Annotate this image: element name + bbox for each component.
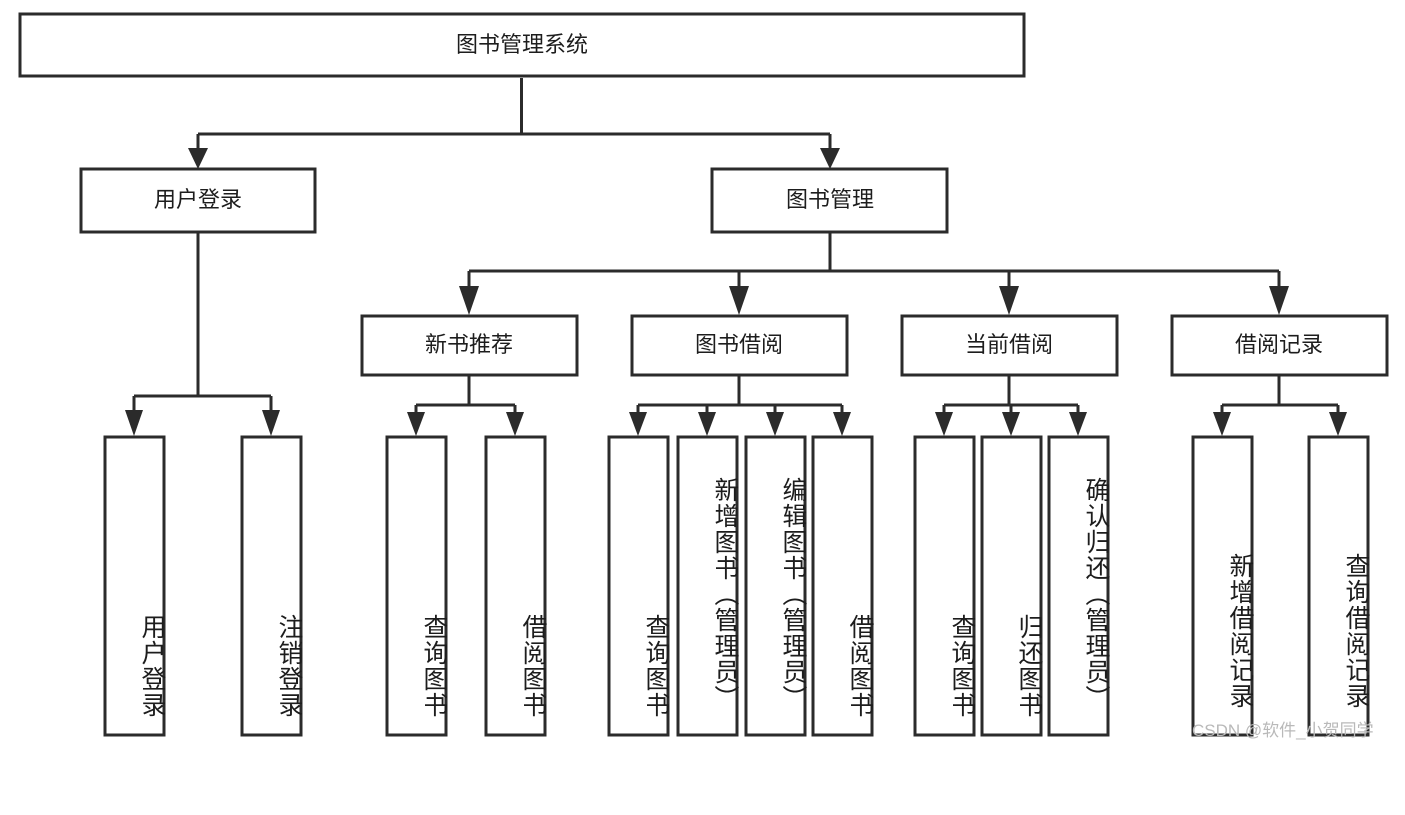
node-borrow-record[interactable] <box>1170 314 1389 377</box>
node-current-borrow-label: 当前借阅 <box>965 332 1053 357</box>
arrow-head-new-book-recommend <box>459 286 479 315</box>
node-leaf-query-book-1[interactable] <box>385 435 448 737</box>
arrow-head-leaf-logout-login <box>262 410 280 436</box>
connector-group-root <box>188 78 840 169</box>
arrow-head-leaf-confirm-return <box>1069 412 1087 436</box>
arrow-head-leaf-add-record <box>1213 412 1231 436</box>
arrow-head-current-borrow <box>999 286 1019 315</box>
arrow-head-leaf-query-record <box>1329 412 1347 436</box>
node-leaf-borrow-book-1[interactable] <box>484 435 547 737</box>
arrow-head-borrow-record <box>1269 286 1289 315</box>
arrow-head-user-login <box>188 148 208 169</box>
node-new-book-recommend-label: 新书推荐 <box>425 332 513 357</box>
node-leaf-add-record[interactable] <box>1191 435 1254 737</box>
arrow-head-leaf-query-book-3 <box>935 412 953 436</box>
csdn-watermark: CSDN @软件_小贺同学 <box>1192 721 1374 740</box>
arrow-head-leaf-return-book <box>1002 412 1020 436</box>
flowchart-diagram: 图书管理系统 用户登录 图书管理 新书推荐 图书借阅 当前借阅 借阅记录 用户登… <box>18 12 1389 740</box>
node-root-label: 图书管理系统 <box>456 32 588 57</box>
arrow-head-leaf-user-login <box>125 410 143 436</box>
connector-group-new-book-recommend <box>407 375 524 436</box>
node-root[interactable] <box>18 12 1026 78</box>
node-borrow-record-label: 借阅记录 <box>1235 332 1323 357</box>
node-book-borrow-label: 图书借阅 <box>695 332 783 357</box>
node-leaf-query-record[interactable] <box>1307 435 1370 737</box>
arrow-head-book-borrow <box>729 286 749 315</box>
node-leaf-query-book-3[interactable] <box>913 435 976 737</box>
arrow-head-leaf-edit-book <box>766 412 784 436</box>
connector-group-user-login <box>125 232 280 436</box>
arrow-head-leaf-borrow-book-2 <box>833 412 851 436</box>
node-new-book-recommend[interactable] <box>360 314 579 377</box>
node-user-login[interactable] <box>79 167 317 234</box>
node-leaf-add-book[interactable] <box>676 435 739 737</box>
arrow-head-leaf-add-book <box>698 412 716 436</box>
node-current-borrow[interactable] <box>900 314 1119 377</box>
connector-group-borrow-record <box>1213 375 1347 436</box>
node-book-manage[interactable] <box>710 167 949 234</box>
arrow-head-leaf-query-book-1 <box>407 412 425 436</box>
node-leaf-query-book-2[interactable] <box>607 435 670 737</box>
connector-group-book-manage <box>459 232 1289 315</box>
node-leaf-borrow-book-2[interactable] <box>811 435 874 737</box>
connector-group-book-borrow <box>629 375 851 436</box>
connector-group-current-borrow <box>935 375 1087 436</box>
node-leaf-edit-book[interactable] <box>744 435 807 737</box>
diagram-canvas: 图书管理系统 用户登录 图书管理 新书推荐 图书借阅 当前借阅 借阅记录 <box>18 12 1389 737</box>
node-user-login-label: 用户登录 <box>154 187 242 212</box>
arrow-head-book-manage <box>820 148 840 169</box>
arrow-head-leaf-borrow-book-1 <box>506 412 524 436</box>
node-leaf-return-book[interactable] <box>980 435 1043 737</box>
node-leaf-confirm-return[interactable] <box>1047 435 1110 737</box>
node-book-borrow[interactable] <box>630 314 849 377</box>
arrow-head-leaf-query-book-2 <box>629 412 647 436</box>
node-leaf-user-login[interactable] <box>103 435 166 737</box>
node-leaf-logout-login[interactable] <box>240 435 303 737</box>
node-book-manage-label: 图书管理 <box>786 187 874 212</box>
